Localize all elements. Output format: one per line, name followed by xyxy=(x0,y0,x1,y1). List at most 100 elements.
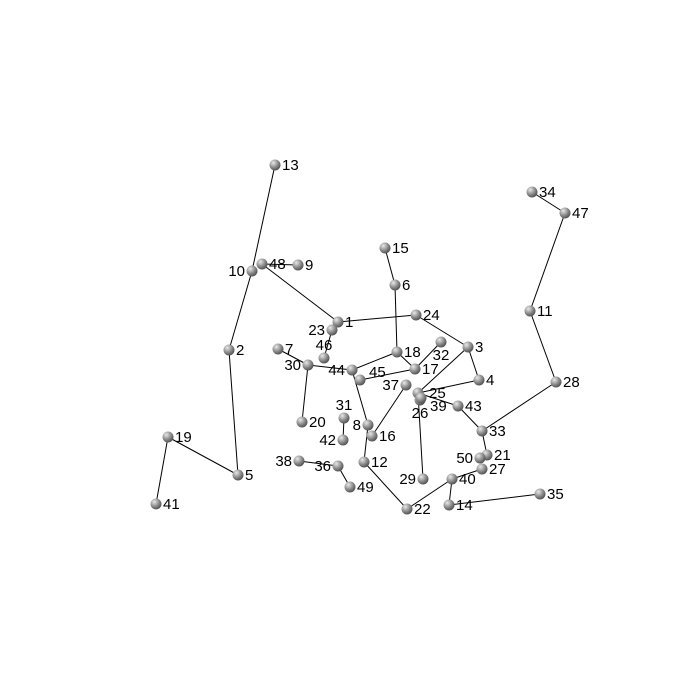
edge-33-28 xyxy=(481,381,557,432)
node-9[interactable] xyxy=(292,259,304,271)
node-33[interactable] xyxy=(476,425,488,437)
node-label: 42 xyxy=(319,432,336,449)
node-12[interactable] xyxy=(358,456,370,468)
node-28[interactable] xyxy=(550,376,562,388)
node-label: 15 xyxy=(392,240,409,257)
node-17[interactable] xyxy=(409,363,421,375)
node-23[interactable] xyxy=(326,324,338,336)
node-6[interactable] xyxy=(389,279,401,291)
node-11[interactable] xyxy=(524,305,536,317)
edge-14-35 xyxy=(448,493,541,506)
node-label: 38 xyxy=(275,453,292,470)
edge-47-34 xyxy=(531,191,566,214)
edge-12-22 xyxy=(363,461,408,510)
node-label: 10 xyxy=(228,263,245,280)
node-14[interactable] xyxy=(443,499,455,511)
node-label: 6 xyxy=(402,277,410,294)
node-31[interactable] xyxy=(338,412,350,424)
node-label: 35 xyxy=(547,486,564,503)
node-10[interactable] xyxy=(246,265,258,277)
node-1[interactable] xyxy=(332,316,344,328)
node-label: 2 xyxy=(236,342,244,359)
node-34[interactable] xyxy=(526,186,538,198)
node-label: 17 xyxy=(422,361,439,378)
node-label: 32 xyxy=(433,347,450,364)
node-49[interactable] xyxy=(344,481,356,493)
node-19[interactable] xyxy=(162,431,174,443)
node-18[interactable] xyxy=(391,346,403,358)
node-22[interactable] xyxy=(401,503,413,515)
edge-7-30 xyxy=(277,348,309,366)
edge-22-40 xyxy=(406,478,453,510)
node-16[interactable] xyxy=(366,430,378,442)
node-37[interactable] xyxy=(400,379,412,391)
node-label: 39 xyxy=(430,398,447,415)
node-label: 16 xyxy=(379,428,396,445)
edge-25-4 xyxy=(417,379,480,394)
node-5[interactable] xyxy=(232,469,244,481)
node-label: 30 xyxy=(284,357,301,374)
node-label: 25 xyxy=(429,385,446,402)
node-32[interactable] xyxy=(435,336,447,348)
node-label: 12 xyxy=(371,454,388,471)
edge-30-20 xyxy=(301,364,309,423)
node-4[interactable] xyxy=(473,374,485,386)
node-label: 31 xyxy=(336,397,353,414)
node-42[interactable] xyxy=(337,434,349,446)
node-label: 14 xyxy=(456,497,473,514)
node-46[interactable] xyxy=(318,352,330,364)
node-35[interactable] xyxy=(534,488,546,500)
node-41[interactable] xyxy=(150,498,162,510)
node-label: 18 xyxy=(404,344,421,361)
edge-48-1 xyxy=(261,263,339,323)
node-label: 13 xyxy=(282,157,299,174)
node-label: 23 xyxy=(308,322,325,339)
node-38[interactable] xyxy=(293,455,305,467)
node-label: 3 xyxy=(475,339,483,356)
node-label: 33 xyxy=(489,423,506,440)
node-8[interactable] xyxy=(362,419,374,431)
node-27[interactable] xyxy=(476,463,488,475)
node-label: 7 xyxy=(285,341,293,358)
node-label: 34 xyxy=(539,184,556,201)
node-30[interactable] xyxy=(302,359,314,371)
node-label: 37 xyxy=(382,377,399,394)
node-15[interactable] xyxy=(379,242,391,254)
node-24[interactable] xyxy=(410,309,422,321)
edge-37-16 xyxy=(371,384,407,437)
node-label: 40 xyxy=(459,471,476,488)
node-2[interactable] xyxy=(223,344,235,356)
node-label: 36 xyxy=(314,458,331,475)
node-label: 24 xyxy=(423,307,440,324)
edge-5-19 xyxy=(167,436,239,476)
node-40[interactable] xyxy=(446,473,458,485)
node-50[interactable] xyxy=(474,452,486,464)
node-48[interactable] xyxy=(256,258,268,270)
edge-3-4 xyxy=(467,346,480,381)
node-47[interactable] xyxy=(559,207,571,219)
node-44[interactable] xyxy=(346,364,358,376)
edge-11-47 xyxy=(529,212,566,312)
node-label: 28 xyxy=(563,374,580,391)
node-36[interactable] xyxy=(332,460,344,472)
node-45[interactable] xyxy=(354,374,366,386)
edge-3-25 xyxy=(417,346,469,394)
node-label: 21 xyxy=(494,447,511,464)
node-3[interactable] xyxy=(462,341,474,353)
node-20[interactable] xyxy=(296,416,308,428)
edge-17-45 xyxy=(359,368,416,381)
node-13[interactable] xyxy=(269,159,281,171)
edge-12-8 xyxy=(363,424,369,463)
node-label: 46 xyxy=(316,337,333,354)
edge-48-9 xyxy=(261,263,299,266)
node-label: 43 xyxy=(465,398,482,415)
node-label: 45 xyxy=(369,364,386,381)
edge-13-10 xyxy=(251,164,276,272)
node-7[interactable] xyxy=(272,343,284,355)
node-43[interactable] xyxy=(452,400,464,412)
edge-18-44 xyxy=(351,351,398,371)
node-39[interactable] xyxy=(415,392,427,404)
node-29[interactable] xyxy=(417,473,429,485)
